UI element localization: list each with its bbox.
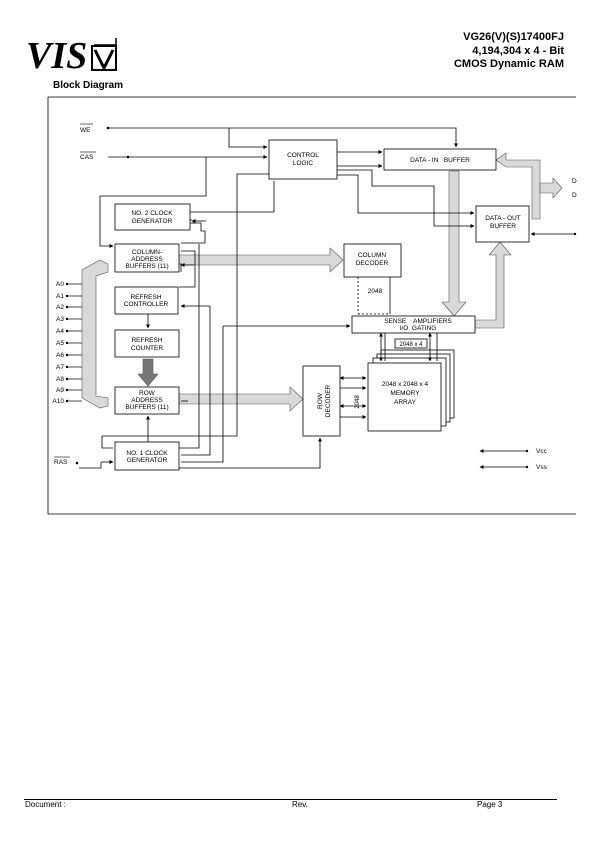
logo-v-emblem <box>91 38 117 72</box>
col-addr-l3: BUFFERS (11) <box>125 263 168 270</box>
address-pin-lines <box>67 283 82 402</box>
addr-a8: A8 <box>56 376 64 383</box>
no1-clock-l1: NO. 1 CLOCK <box>126 450 168 457</box>
sense-2048x4-label-box <box>394 338 428 349</box>
organization: 4,194,304 x 4 - Bit <box>472 45 564 57</box>
row-address-block <box>114 386 180 415</box>
cas-label: CAS <box>80 154 94 161</box>
footer-rule <box>24 799 557 800</box>
memory-array-l2: MEMORY <box>390 390 420 397</box>
no2-clock-block <box>114 203 191 231</box>
footer-page: Page 3 <box>477 800 503 809</box>
ras-label: RAS <box>54 459 68 466</box>
dq-bottom-label: D <box>572 192 577 199</box>
row-addr-l3: BUFFERS (11) <box>125 404 168 411</box>
refresh-cnt-l2: COUNTER <box>131 345 163 352</box>
no1-clock-l2: GENERATOR <box>127 457 168 464</box>
addr-a3: A3 <box>56 316 64 323</box>
addr-a2: A2 <box>56 304 64 311</box>
col-dec-l1: COLUMN <box>358 252 386 259</box>
memory-array-l3: ARRAY <box>394 399 417 406</box>
din-bus-arrow <box>441 170 467 317</box>
addr-a4: A4 <box>56 328 64 335</box>
sense-2048x4-label: 2048 x 4 <box>399 342 423 348</box>
data-out-l1: DATA - OUT <box>485 215 521 222</box>
data-in-buffer-block <box>383 148 497 171</box>
footer-document: Document : <box>25 800 66 809</box>
row-addr-l1: ROW <box>139 390 156 397</box>
dq-pin-arrow <box>539 177 563 199</box>
address-labels: A0 A1 A2 A3 A4 A5 A6 A7 A8 A9 A10 <box>52 281 64 405</box>
refresh-ctrl-l2: CONTROLLER <box>124 301 169 308</box>
memory-array-block <box>367 362 442 432</box>
pin-dots <box>65 126 577 469</box>
addr-a1: A1 <box>56 293 64 300</box>
row-decoder-block <box>302 365 341 437</box>
addr-a6: A6 <box>56 352 64 359</box>
data-buses <box>81 152 563 412</box>
vcc-label: Vcc <box>536 448 548 455</box>
addr-a0: A0 <box>56 281 64 288</box>
control-logic-l2: LOGIC <box>293 160 314 167</box>
data-out-l2: BUFFER <box>490 223 516 230</box>
addr-a10: A10 <box>52 398 64 405</box>
no2-clock-l1: NO. 2 CLOCK <box>131 210 173 217</box>
dq-top-label: D <box>572 178 577 185</box>
col-dec-l2: DECODER <box>356 260 389 267</box>
part-number: VG26(V)(S)17400FJ <box>463 31 564 43</box>
addr-a7: A7 <box>56 364 64 371</box>
vss-label: Vss <box>536 464 548 471</box>
memory-array-l1: 2048 x 2048 x 4 <box>382 381 429 388</box>
control-logic-block <box>268 139 338 180</box>
vis-logo: VIS <box>26 35 117 74</box>
row-2048-label: 2048 <box>355 395 361 409</box>
no1-clock-block <box>114 441 180 471</box>
address-bus <box>81 259 109 409</box>
col-bus-arrow <box>178 247 344 273</box>
refresh-counter-block <box>114 329 180 358</box>
row-dec-l1: ROW <box>317 392 324 409</box>
column-decoder-block <box>343 243 402 278</box>
addr-a5: A5 <box>56 340 64 347</box>
row-dec-l2: DECODER <box>325 384 332 417</box>
sense-amp-block <box>351 315 476 334</box>
refresh-bus-arrow <box>137 358 159 387</box>
column-address-block <box>114 243 180 273</box>
diagram-frame <box>47 96 576 515</box>
product-name: CMOS Dynamic RAM <box>453 58 564 70</box>
no2-clock-l2: GENERATOR <box>132 218 173 225</box>
sense-amp-l2: I/O GATING <box>400 325 437 332</box>
footer-rev: Rev. <box>292 800 308 809</box>
addr-a9: A9 <box>56 387 64 394</box>
we-label: WE <box>80 127 91 134</box>
col-addr-l2: ADDRESS <box>131 256 163 263</box>
sense-amp-l1: SENSE AMPLIFIERS <box>384 318 452 325</box>
control-logic-l1: CONTROL <box>287 152 319 159</box>
refresh-controller-block <box>114 286 179 315</box>
data-out-buffer-block <box>475 205 530 243</box>
section-title: Block Diagram <box>53 80 124 91</box>
col-addr-l1: COLUMN- <box>132 249 162 256</box>
col-2048-label: 2048 <box>368 288 383 295</box>
data-in-label: DATA - IN BUFFER <box>410 157 470 164</box>
we-line <box>108 127 458 148</box>
logo-text: VIS <box>26 35 87 74</box>
row-bus-arrow <box>178 386 304 412</box>
dout-bus-arrow <box>474 241 512 329</box>
row-addr-l2: ADDRESS <box>131 397 163 404</box>
refresh-ctrl-l1: REFRESH <box>130 294 161 301</box>
refresh-cnt-l1: REFRESH <box>131 337 162 344</box>
